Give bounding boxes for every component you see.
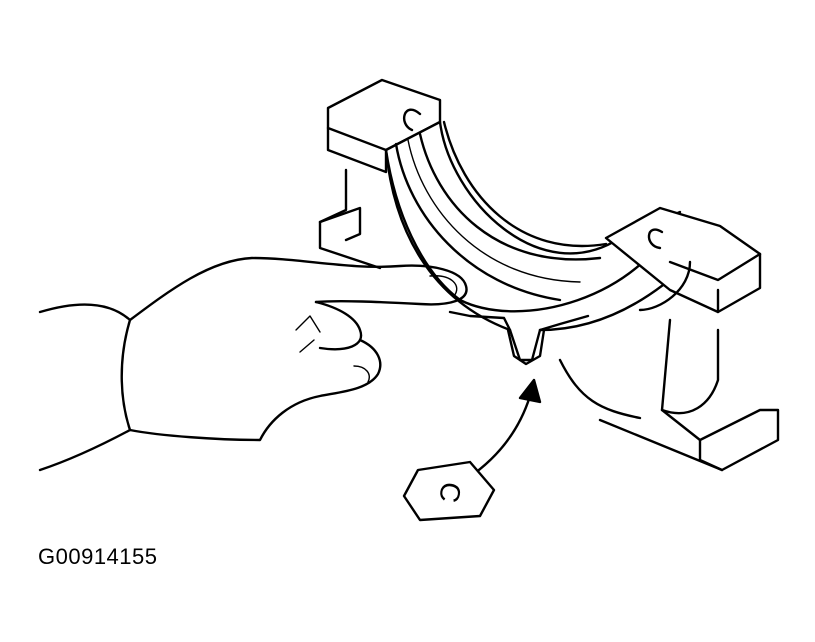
bearing-cap bbox=[318, 78, 780, 472]
figure-id-label: G00914155 bbox=[38, 544, 158, 569]
callout-arrow bbox=[466, 378, 542, 480]
callout-tag bbox=[402, 460, 496, 522]
hand bbox=[38, 256, 468, 472]
